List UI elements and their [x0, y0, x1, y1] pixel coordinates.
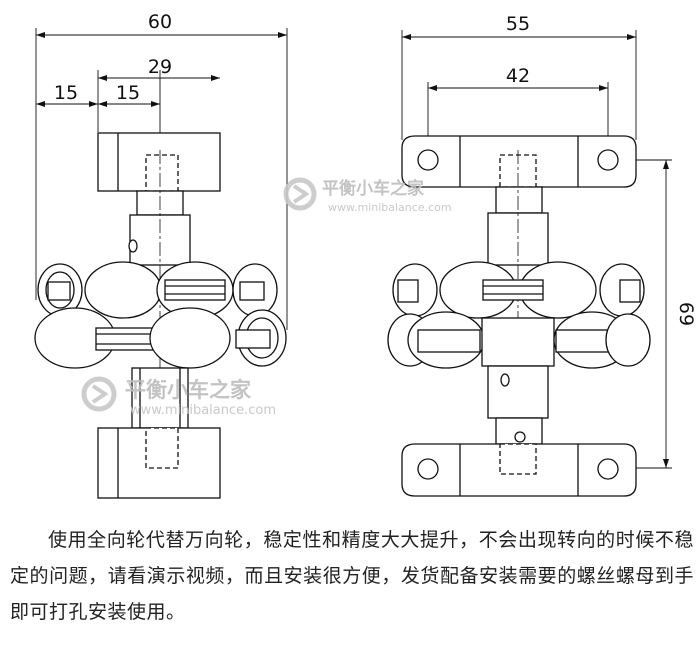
technical-drawing: 60 29 15 15 55 42 69 平衡小车之家 www.minibala… — [34, 11, 697, 499]
right-total-width-label: 55 — [506, 13, 530, 35]
watermark-brand: 平衡小车之家 — [125, 378, 252, 402]
right-bottom-left-hole — [417, 458, 439, 480]
left-view — [34, 28, 288, 499]
right-bottom-right-hole — [597, 458, 619, 480]
left-lower-rollers — [34, 307, 287, 369]
watermark-logo-icon — [81, 376, 117, 412]
right-dimension-lines — [402, 34, 669, 468]
watermark-logo-icon — [283, 177, 317, 211]
caption-text: 使用全向轮代替万向轮，稳定性和精度大大提升，不会出现转向的时候不稳定的问题，请看… — [10, 529, 694, 623]
right-height-label: 69 — [675, 302, 697, 326]
watermark-top: 平衡小车之家 www.minibalance.com — [283, 177, 452, 214]
watermark-url: www.minibalance.com — [130, 403, 276, 418]
watermark-middle: 平衡小车之家 www.minibalance.com — [81, 376, 276, 418]
left-inner-width-label: 29 — [148, 56, 172, 78]
right-view — [387, 30, 672, 497]
caption: 使用全向轮代替万向轮，稳定性和精度大大提升，不会出现转向的时候不稳定的问题，请看… — [10, 522, 694, 630]
left-offset-a-label: 15 — [54, 82, 78, 104]
left-dimension-lines — [36, 32, 287, 107]
left-total-width-label: 60 — [148, 11, 172, 33]
right-top-left-hole — [417, 149, 439, 171]
right-lower-rollers — [387, 311, 651, 369]
left-upper-rollers — [37, 261, 278, 319]
right-hole-span-label: 42 — [506, 65, 530, 87]
watermark-url: www.minibalance.com — [328, 201, 452, 214]
right-top-right-hole — [597, 149, 619, 171]
watermark-brand: 平衡小车之家 — [322, 178, 424, 199]
left-offset-b-label: 15 — [116, 82, 140, 104]
right-upper-rollers — [392, 261, 645, 319]
